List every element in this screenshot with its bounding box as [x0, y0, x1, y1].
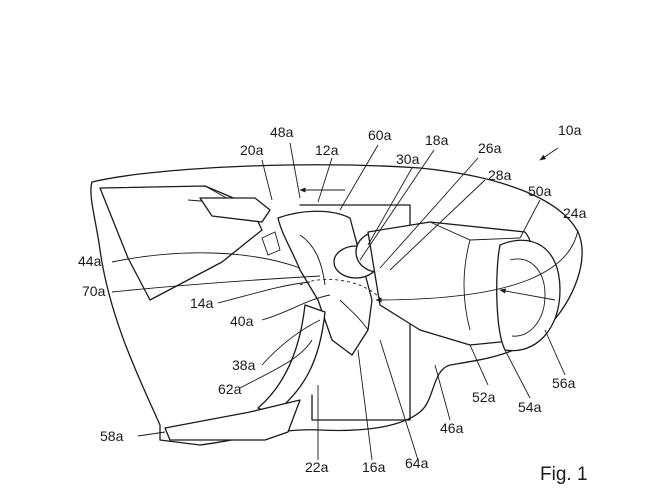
arrow-10a [539, 147, 559, 161]
label-22a: 22a [305, 459, 329, 475]
label-38a: 38a [232, 357, 256, 373]
label-54a: 54a [518, 399, 542, 415]
label-30a: 30a [396, 151, 420, 167]
label-28a: 28a [488, 167, 512, 183]
label-26a: 26a [478, 140, 502, 156]
label-10a: 10a [558, 122, 582, 138]
end-cap-inner [509, 258, 546, 337]
foot-panel-58a [164, 399, 301, 441]
label-16a: 16a [362, 459, 386, 475]
label-48a: 48a [270, 124, 294, 140]
label-40a: 40a [230, 313, 254, 329]
label-46a: 46a [440, 420, 464, 436]
label-44a: 44a [78, 253, 102, 269]
label-12a: 12a [315, 142, 339, 158]
label-58a: 58a [100, 428, 124, 444]
label-64a: 64a [405, 455, 429, 471]
label-20a: 20a [240, 142, 264, 158]
arrow-24a [375, 229, 579, 303]
bracket-20a [199, 197, 271, 223]
label-18a: 18a [425, 132, 449, 148]
label-60a: 60a [368, 127, 392, 143]
label-56a: 56a [552, 375, 576, 391]
label-14a: 14a [190, 295, 214, 311]
label-70a: 70a [82, 283, 106, 299]
label-50a: 50a [528, 183, 552, 199]
column-housing-46a [299, 204, 411, 421]
label-24a: 24a [563, 205, 587, 221]
reference-labels: 10a 48a 60a 18a 20a 12a 26a 30a 28a 50a … [78, 122, 587, 475]
arrow-56a [499, 288, 556, 301]
envelope-outline [90, 164, 583, 446]
label-62a: 62a [218, 381, 242, 397]
right-unit-inner [429, 221, 521, 331]
figure-caption: Fig. 1 [540, 464, 588, 485]
small-mount [261, 231, 281, 256]
leader-lines [111, 142, 566, 461]
label-52a: 52a [472, 389, 496, 405]
